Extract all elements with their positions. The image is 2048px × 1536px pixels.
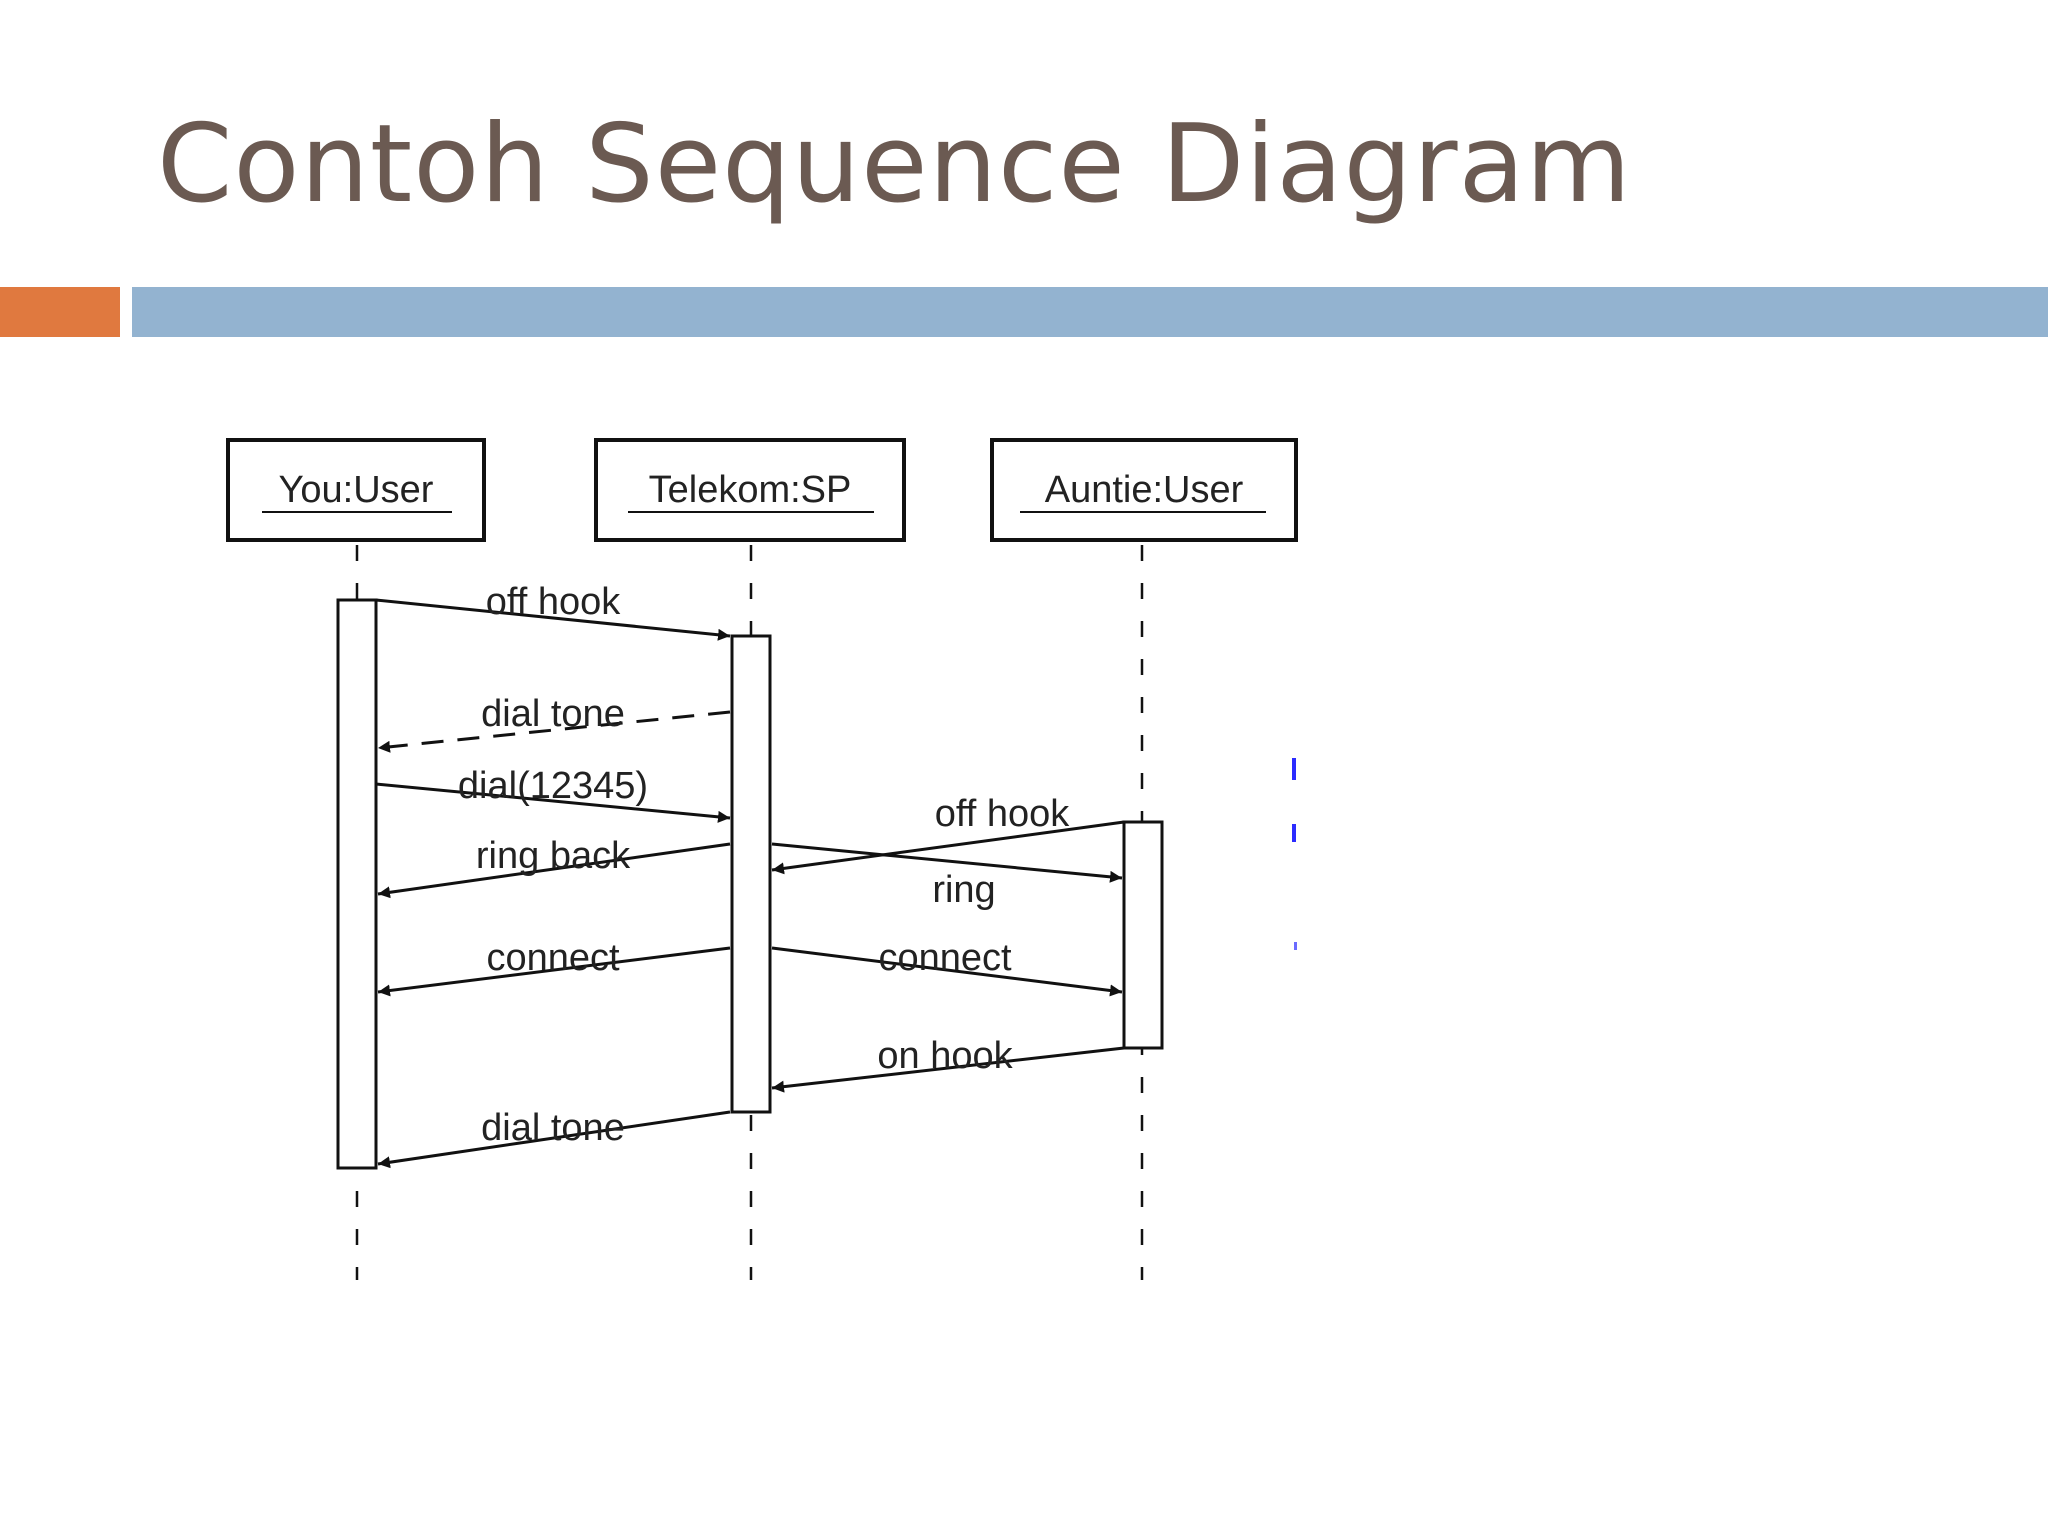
message-label: off hook xyxy=(486,581,622,623)
participant-sp: Telekom:SP xyxy=(594,438,906,542)
activation-auntie xyxy=(1122,820,1164,1050)
message-dial-tone-2: dial tone xyxy=(377,1107,731,1169)
blue-artifact-marks xyxy=(1292,758,1297,950)
message-label: dial(12345) xyxy=(458,765,648,807)
participant-sp-label: Telekom:SP xyxy=(649,469,852,511)
message-label: off hook xyxy=(935,793,1071,835)
message-on-hook: on hook xyxy=(771,1035,1125,1093)
participant-auntie: Auntie:User xyxy=(990,438,1298,542)
message-label: ring back xyxy=(476,835,631,877)
message-label: connect xyxy=(878,937,1012,979)
activation-you xyxy=(336,598,378,1170)
accent-bar-orange xyxy=(0,287,120,337)
accent-bar-blue xyxy=(132,287,2048,337)
message-off-hook-2: off hook xyxy=(771,793,1125,875)
slide-title: Contoh Sequence Diagram xyxy=(157,102,1632,227)
participant-you-label: You:User xyxy=(279,469,434,511)
activation-sp xyxy=(730,634,772,1114)
message-off-hook-1: off hook xyxy=(375,581,731,641)
message-label: connect xyxy=(486,937,620,979)
message-label: dial tone xyxy=(481,1107,625,1149)
message-connect-auntie: connect xyxy=(771,937,1123,997)
participant-you: You:User xyxy=(226,438,486,542)
message-label: on hook xyxy=(877,1035,1013,1077)
message-connect-you: connect xyxy=(377,937,731,997)
message-ring-back: ring back xyxy=(377,835,731,899)
message-label: ring xyxy=(932,869,995,911)
message-dial-tone-1: dial tone xyxy=(377,693,731,753)
participant-auntie-label: Auntie:User xyxy=(1045,469,1244,511)
message-ring: ring xyxy=(771,842,1123,911)
message-label: dial tone xyxy=(481,693,625,735)
message-dial-number: dial(12345) xyxy=(375,765,731,823)
